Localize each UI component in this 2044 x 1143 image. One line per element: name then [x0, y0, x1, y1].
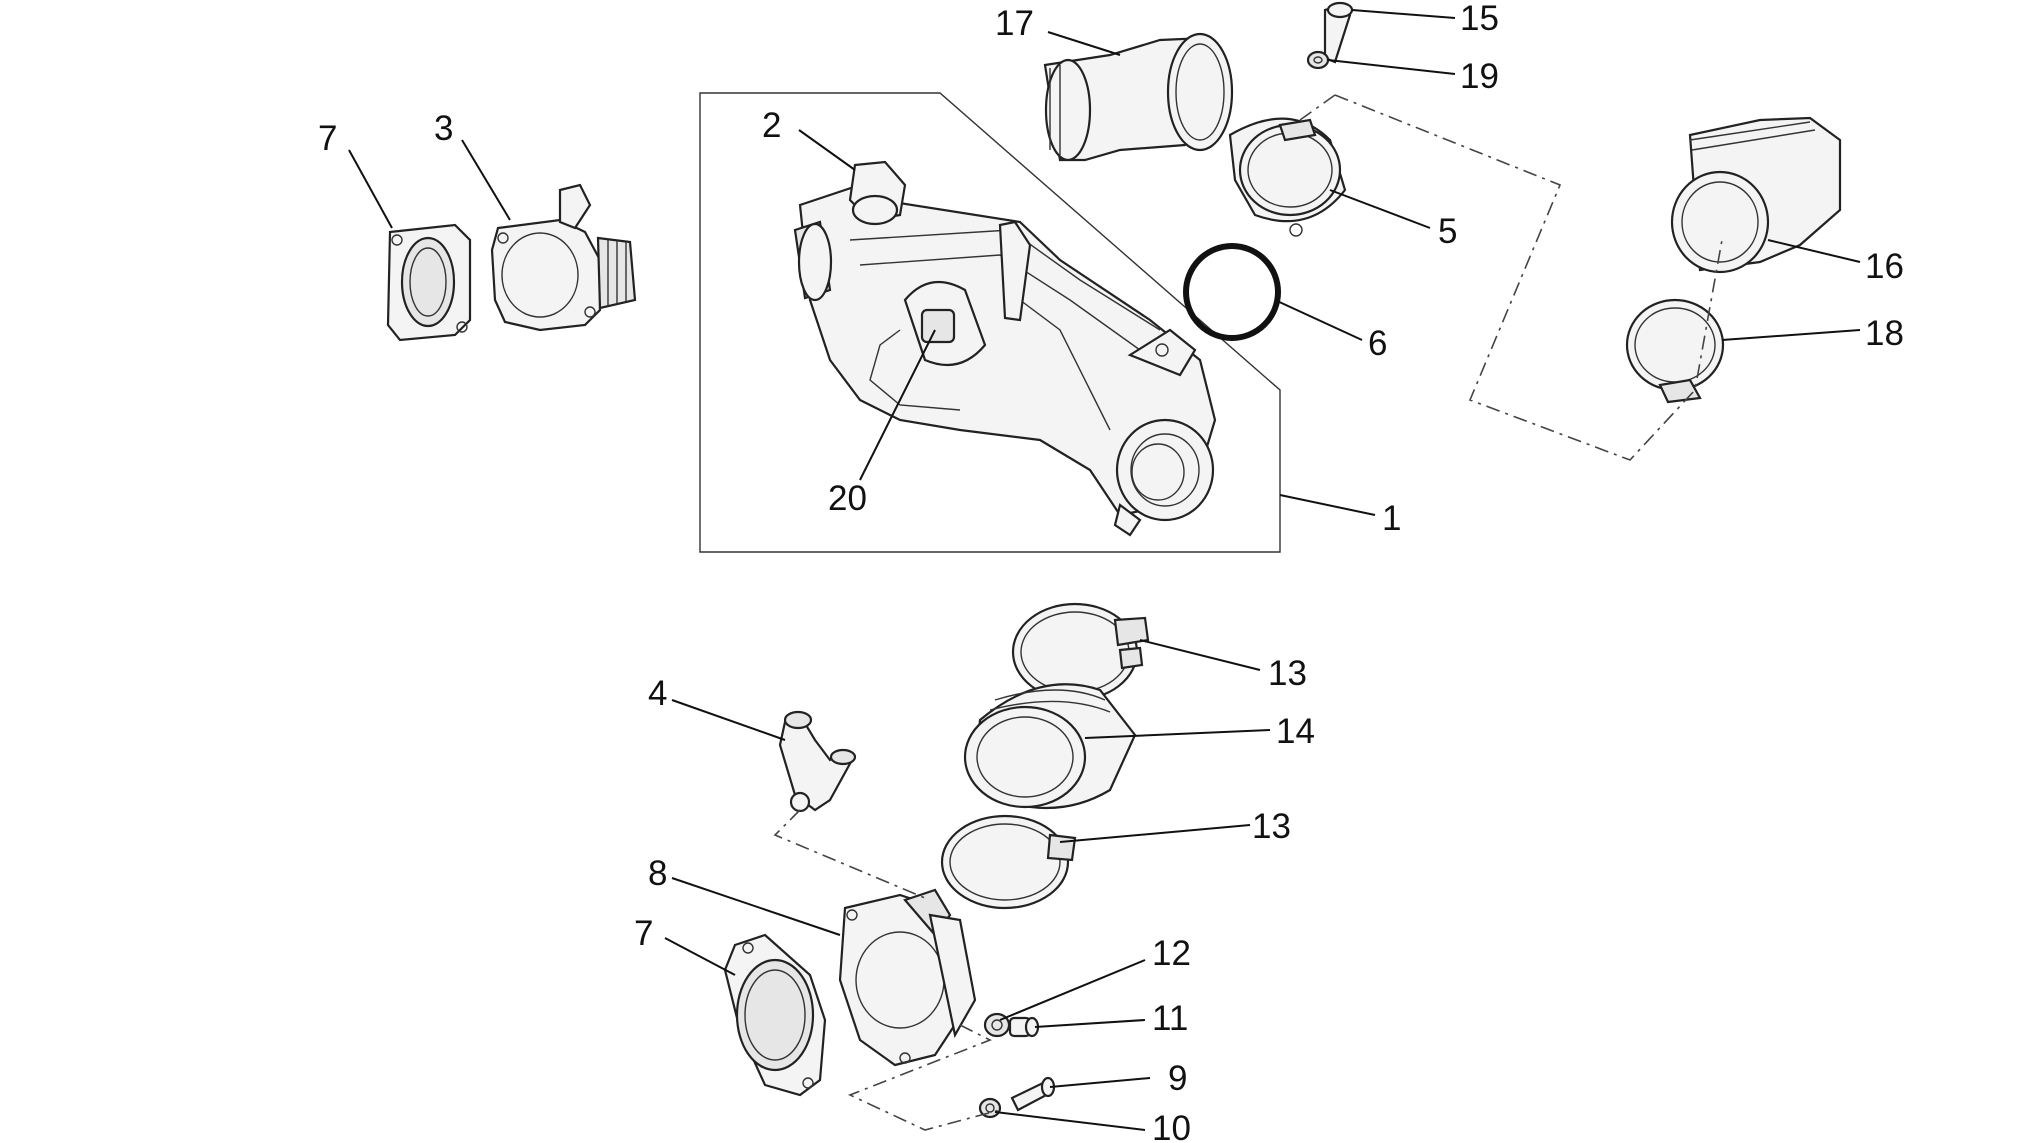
clamp-ring-upper [1228, 117, 1347, 237]
callout-9: 9 [1168, 1059, 1187, 1098]
callout-13-upper: 13 [1268, 654, 1307, 693]
intake-boot-right [1670, 116, 1842, 274]
o-ring [1183, 243, 1281, 341]
callout-17: 17 [995, 4, 1034, 43]
hose-clamp-lower-lower [940, 814, 1077, 910]
callout-14: 14 [1276, 712, 1315, 751]
callout-13-lower: 13 [1252, 807, 1291, 846]
callout-16: 16 [1865, 247, 1904, 286]
callout-5: 5 [1438, 212, 1457, 251]
alignment-line-upper [1299, 94, 1723, 461]
callout-8: 8 [648, 854, 667, 893]
throttle-body-assembly-frame [699, 92, 1281, 553]
throttle-body-assembly [793, 160, 1217, 537]
callout-10: 10 [1152, 1109, 1191, 1143]
callout-11: 11 [1152, 999, 1188, 1038]
callout-2: 2 [762, 106, 781, 145]
callout-20: 20 [828, 479, 867, 518]
hose-clamp-upper-lower [1011, 602, 1150, 702]
intake-duct [1043, 32, 1234, 162]
screw-9 [1010, 1076, 1056, 1112]
callout-1: 1 [1382, 499, 1401, 538]
callout-19: 19 [1460, 57, 1499, 96]
leader-lines [348, 9, 1861, 1131]
washer-upper [1306, 50, 1330, 70]
callout-3: 3 [434, 109, 453, 148]
callout-12: 12 [1152, 934, 1191, 973]
rubber-sleeve [963, 683, 1137, 810]
callout-7-lower: 7 [634, 914, 653, 953]
callout-15: 15 [1460, 0, 1499, 38]
screw-upper [1323, 1, 1354, 64]
callout-18: 18 [1865, 314, 1904, 353]
washer-12-hole [991, 1019, 1003, 1031]
callout-4: 4 [648, 674, 667, 713]
gasket-upper [386, 223, 472, 342]
callout-6: 6 [1368, 324, 1387, 363]
washer-10-hole [985, 1103, 995, 1113]
gasket-lower [723, 933, 827, 1097]
screw-11 [1008, 1016, 1040, 1038]
callout-7-upper: 7 [318, 119, 337, 158]
intake-flange-upper [490, 183, 637, 332]
intake-flange-lower [838, 888, 977, 1067]
fuel-injector [778, 710, 857, 813]
alignment-line-lower [773, 809, 1001, 1131]
